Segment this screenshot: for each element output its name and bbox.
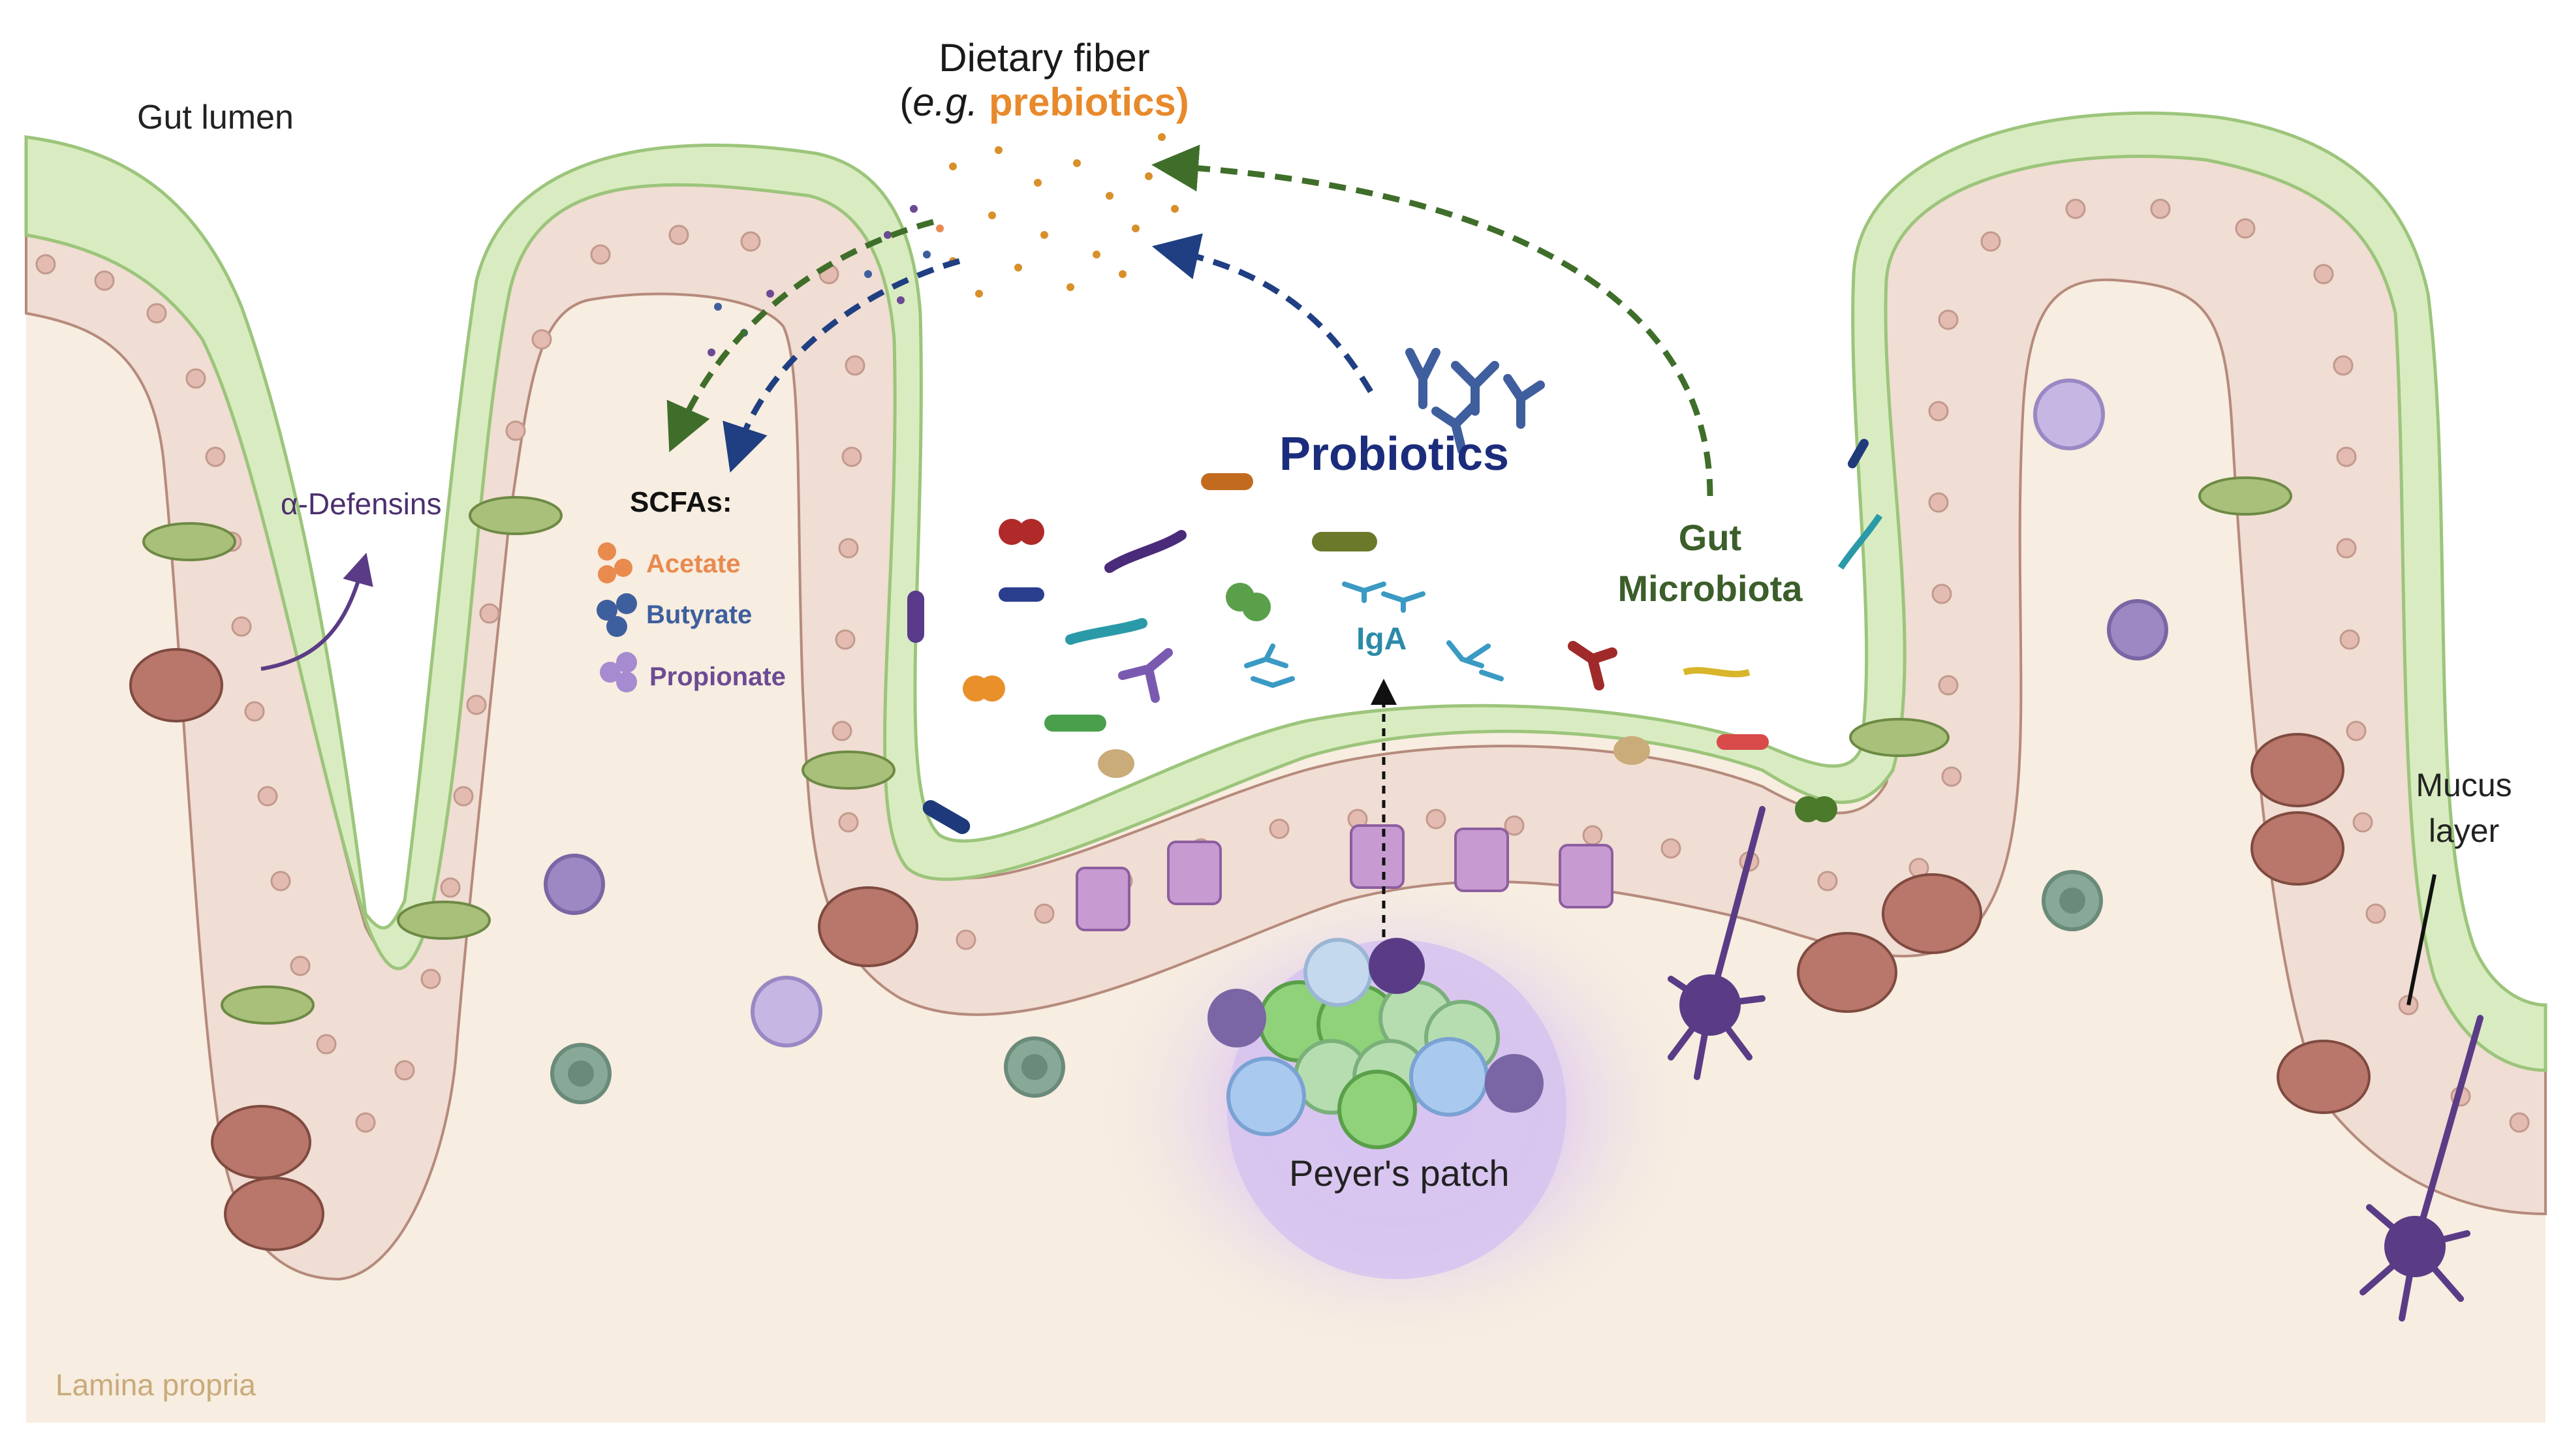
acetate-label: Acetate	[646, 550, 741, 578]
fiber-particles	[949, 133, 1192, 298]
goblet-cells	[142, 476, 2292, 1025]
prebiotics-note: (e.g. prebiotics)	[899, 80, 1189, 124]
mucus-pointer	[2406, 874, 2437, 1006]
gut-lumen-label: Gut lumen	[137, 99, 294, 136]
m-cells	[1076, 824, 1613, 931]
probiotics-to-fiber-arrow	[1151, 233, 1373, 394]
dendritic-cells	[1207, 806, 2483, 1322]
fiber-to-scfa-arrow-blue	[723, 258, 961, 473]
bacteria	[907, 439, 1883, 834]
scfas-label: SCFAs:	[630, 486, 732, 518]
lamina-propria-label: Lamina propria	[55, 1368, 256, 1402]
paneth-cells	[129, 648, 2371, 1251]
microbiota-to-fiber-arrow	[1151, 144, 1713, 497]
probiotic-antibodies	[1405, 348, 1545, 455]
scfa-legend-icons	[597, 542, 637, 692]
peyers-patch-label: Peyer's patch	[1289, 1153, 1510, 1194]
dietary-fiber-title: Dietary fiber	[939, 36, 1150, 80]
iga-label: IgA	[1356, 622, 1407, 657]
alpha-defensins-label: α-Defensins	[281, 487, 442, 521]
butyrate-label: Butyrate	[646, 600, 753, 629]
propionate-label: Propionate	[649, 662, 786, 691]
fiber-to-scfa-arrow-green	[666, 219, 935, 452]
lymphocytes	[1226, 938, 1500, 1149]
mucus-layer-label: Mucus layer	[2416, 767, 2512, 849]
defensins-arrow	[260, 552, 373, 671]
scfa-particles	[708, 205, 944, 356]
immune-cells	[544, 379, 2168, 1104]
probiotics-label: Probiotics	[1279, 428, 1510, 480]
dietary-fiber-label: Dietary fiber (e.g. prebiotics)	[809, 36, 1279, 125]
iga-antibodies	[1244, 581, 1504, 689]
mucus-layer	[24, 111, 2547, 1072]
gut-microbiota-label: Gut Microbiota	[1617, 517, 1803, 609]
